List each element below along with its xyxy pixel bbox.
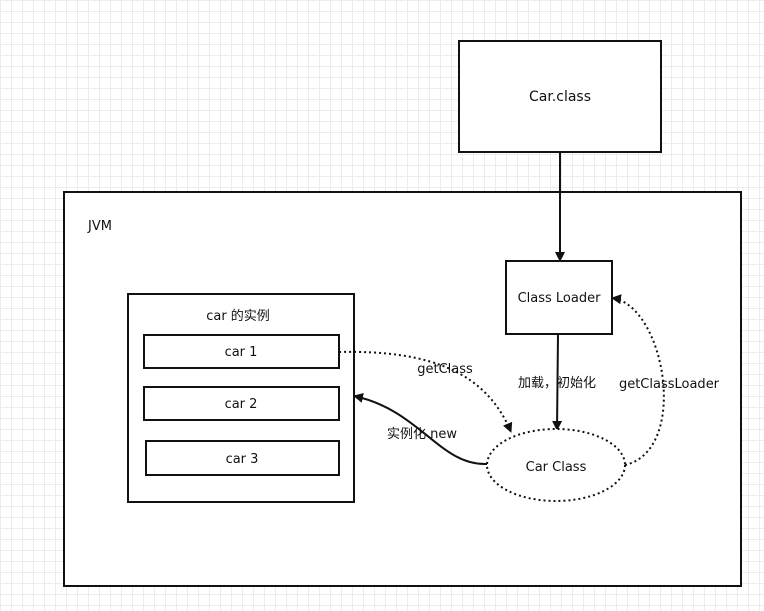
instance-car-1: car 1 [143, 334, 340, 369]
get-class-arrow [338, 350, 513, 433]
class-loader-label: Class Loader [518, 291, 602, 306]
instance-car-3: car 3 [145, 440, 340, 476]
jvm-label: JVM [87, 219, 112, 234]
car-class-label: Car Class [526, 460, 587, 475]
instance-label: car 2 [225, 397, 258, 412]
get-class-loader-label: getClassLoader [619, 377, 720, 392]
load-init-arrow [552, 333, 563, 431]
instantiate-label: 实例化 new [387, 427, 457, 442]
instantiate-arrow [353, 392, 488, 466]
instance-label: car 1 [225, 345, 258, 360]
load-init-label: 加载，初始化 [518, 376, 596, 391]
car-class-file-label: Car.class [529, 89, 591, 105]
class-loader-node: Class Loader [505, 260, 613, 335]
car-class-file-node: Car.class [458, 40, 662, 153]
instance-car-2: car 2 [143, 386, 340, 421]
instance-label: car 3 [226, 452, 259, 467]
car-class-node: Car Class [486, 428, 626, 502]
instances-title: car 的实例 [206, 308, 270, 324]
get-class-label: getClass [417, 362, 473, 377]
